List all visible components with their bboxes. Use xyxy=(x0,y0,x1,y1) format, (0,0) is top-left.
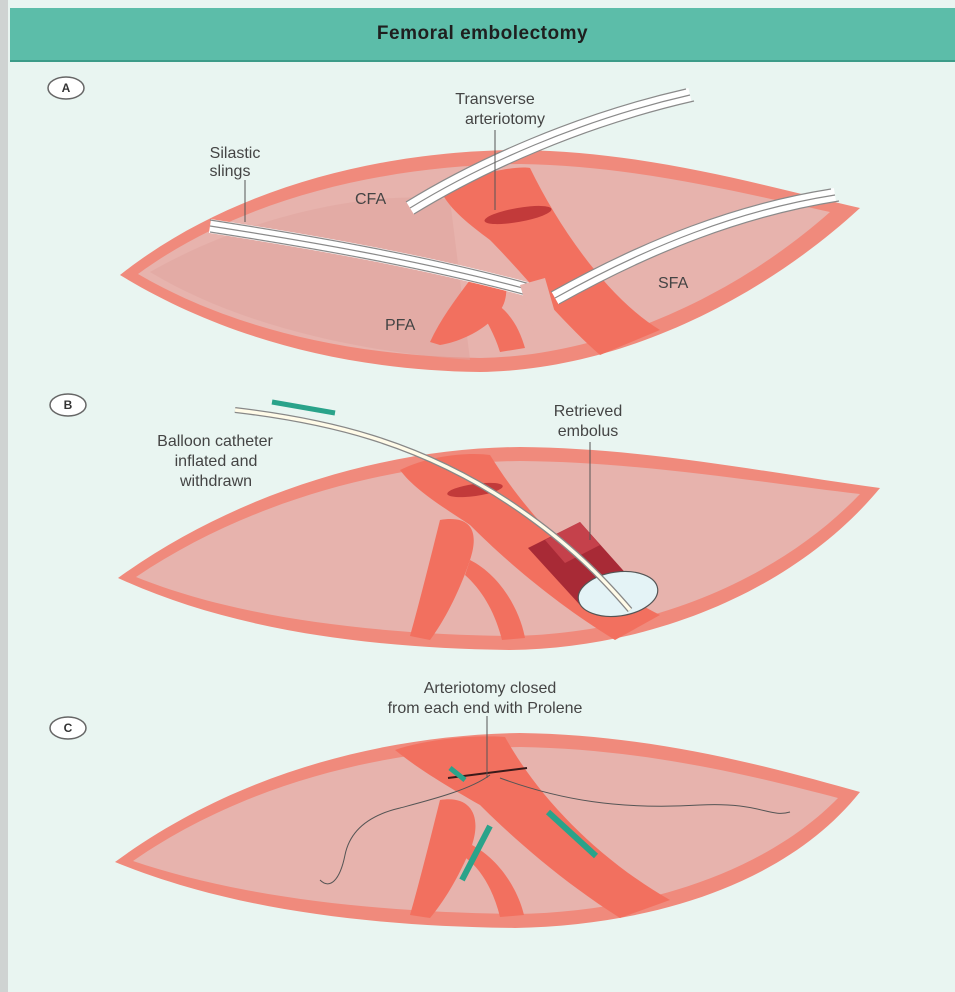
svg-text:A: A xyxy=(62,81,71,95)
label-silastic-2: slings xyxy=(210,163,251,180)
label-closed-2: from each end with Prolene xyxy=(388,700,583,717)
label-pfa: PFA xyxy=(385,317,416,334)
label-transverse-2: arteriotomy xyxy=(465,111,545,128)
panel-c-badge: C xyxy=(50,717,86,739)
panel-b-badge: B xyxy=(50,394,86,416)
label-balloon-3: withdrawn xyxy=(179,473,252,490)
label-sfa: SFA xyxy=(658,275,689,292)
panel-b: B Retrieved embolus Balloon catheter inf… xyxy=(50,394,880,650)
label-retrieved-2: embolus xyxy=(558,423,618,440)
label-balloon-2: inflated and xyxy=(175,453,258,470)
catheter-tip-marker xyxy=(272,402,335,413)
label-retrieved-1: Retrieved xyxy=(554,403,622,420)
panel-c: C Arteriotomy closed from each end with … xyxy=(50,680,860,928)
panel-a-badge: A xyxy=(48,77,84,99)
svg-text:C: C xyxy=(64,721,73,735)
label-closed-1: Arteriotomy closed xyxy=(424,680,557,697)
label-silastic-1: Silastic xyxy=(210,145,261,162)
label-balloon-1: Balloon catheter xyxy=(157,433,273,450)
svg-text:B: B xyxy=(64,398,73,412)
label-cfa: CFA xyxy=(355,191,386,208)
panel-a: A xyxy=(48,77,860,372)
label-transverse-1: Transverse xyxy=(455,91,535,108)
